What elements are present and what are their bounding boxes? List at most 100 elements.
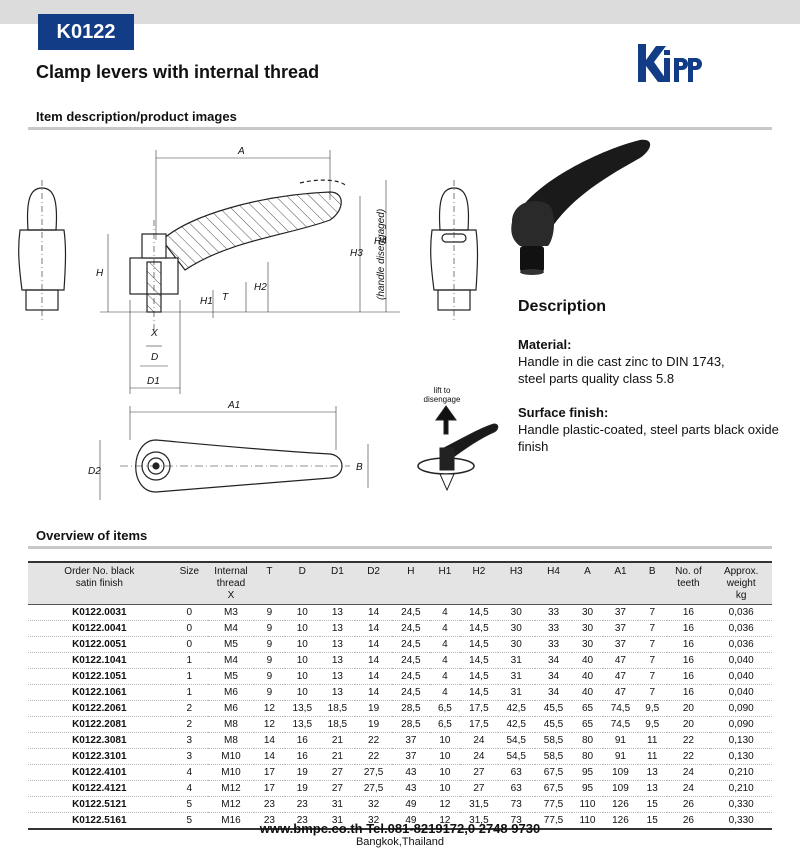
description-title: Description xyxy=(518,298,607,315)
order-number-cell: K0122.4121 xyxy=(28,780,171,797)
table-cell: 9 xyxy=(254,636,285,653)
column-header: D2 xyxy=(354,563,393,605)
table-cell: 77,5 xyxy=(534,796,573,813)
table-cell: 17 xyxy=(254,764,285,781)
table-cell: 2 xyxy=(170,716,208,733)
column-header-line xyxy=(667,590,711,601)
column-header-line xyxy=(285,578,320,589)
table-cell: 10 xyxy=(284,636,320,653)
dim-h2: H2 xyxy=(254,282,267,293)
table-cell: 16 xyxy=(666,668,711,685)
table-cell: 13 xyxy=(637,780,667,797)
table-cell: 67,5 xyxy=(534,764,573,781)
column-header-line xyxy=(460,589,497,600)
table-cell: 110 xyxy=(572,796,603,813)
side-view xyxy=(129,179,346,330)
table-cell: 3 xyxy=(170,748,208,765)
table-cell: 14 xyxy=(354,620,393,637)
section-divider xyxy=(28,546,772,549)
table-cell: 37 xyxy=(602,620,638,637)
table-top-rule xyxy=(28,561,772,563)
table-cell: 58,5 xyxy=(534,748,573,765)
table-cell: 49 xyxy=(392,796,430,813)
dim-d: D xyxy=(151,352,158,363)
table-cell: M4 xyxy=(207,652,255,669)
table-cell: M6 xyxy=(207,700,255,717)
column-header-line xyxy=(603,578,638,589)
table-cell: 58,5 xyxy=(534,732,573,749)
column-header-line: No. of xyxy=(675,566,702,577)
table-cell: 13 xyxy=(637,764,667,781)
table-cell: 23 xyxy=(284,796,320,813)
table-cell: 4 xyxy=(429,652,461,669)
table-cell: 14,5 xyxy=(460,636,498,653)
dim-h4: H4 xyxy=(374,236,387,247)
column-header-line xyxy=(498,589,535,600)
column-header-line: kg xyxy=(735,590,747,601)
table-cell: 26 xyxy=(666,812,711,830)
order-number-cell: K0122.5161 xyxy=(28,812,171,830)
table-cell: 10 xyxy=(429,764,461,781)
table-cell: 63 xyxy=(497,764,535,781)
table-cell: 32 xyxy=(354,812,393,830)
column-header-line: weight xyxy=(726,578,756,589)
table-cell: 4 xyxy=(170,764,208,781)
order-number-cell: K0122.2081 xyxy=(28,716,171,733)
table-cell: 42,5 xyxy=(497,700,535,717)
column-header-line: thread xyxy=(216,578,246,589)
table-cell: 30 xyxy=(497,604,535,621)
column-header-line xyxy=(285,589,320,600)
order-number-cell: K0122.1051 xyxy=(28,668,171,685)
column-header-line xyxy=(355,589,392,600)
table-cell: 18,5 xyxy=(319,716,355,733)
column-header-line xyxy=(320,589,355,600)
table-cell: 4 xyxy=(170,780,208,797)
table-cell: 10 xyxy=(284,604,320,621)
material-block: Material: Handle in die cast zinc to DIN… xyxy=(518,336,725,387)
column-header-line xyxy=(254,578,285,589)
table-cell: 14 xyxy=(354,652,393,669)
table-cell: M5 xyxy=(207,668,255,685)
column-header-line: Size xyxy=(179,566,200,577)
column-header-line: A1 xyxy=(614,566,627,577)
table-cell: 1 xyxy=(170,684,208,701)
table-cell: 126 xyxy=(602,796,638,813)
table-cell: 21 xyxy=(319,732,355,749)
column-header: H1 xyxy=(429,563,461,605)
column-header-line xyxy=(430,589,461,600)
dim-d1: D1 xyxy=(147,376,160,387)
table-cell: 43 xyxy=(392,780,430,797)
column-header-line xyxy=(392,589,429,600)
table-cell: 21 xyxy=(319,748,355,765)
table-cell: 14,5 xyxy=(460,668,498,685)
table-cell: M6 xyxy=(207,684,255,701)
column-header-line xyxy=(430,578,461,589)
table-cell: 22 xyxy=(354,732,393,749)
table-cell: M4 xyxy=(207,620,255,637)
table-cell: 80 xyxy=(572,748,603,765)
table-cell: 24,5 xyxy=(392,684,430,701)
table-cell: 14,5 xyxy=(460,652,498,669)
table-cell: 13,5 xyxy=(284,700,320,717)
table-cell: 37 xyxy=(602,636,638,653)
table-cell: 95 xyxy=(572,780,603,797)
column-header-line xyxy=(535,589,572,600)
table-cell: 4 xyxy=(429,604,461,621)
product-photo xyxy=(511,139,651,275)
column-header: A1 xyxy=(602,563,638,605)
column-header-line xyxy=(460,578,497,589)
table-cell: 0,036 xyxy=(710,604,772,621)
material-line-1: Handle in die cast zinc to DIN 1743, xyxy=(518,354,725,369)
table-cell: 14 xyxy=(354,684,393,701)
table-cell: 27 xyxy=(460,780,498,797)
table-cell: 24 xyxy=(666,764,711,781)
table-cell: 4 xyxy=(429,636,461,653)
column-header: T xyxy=(254,563,285,605)
